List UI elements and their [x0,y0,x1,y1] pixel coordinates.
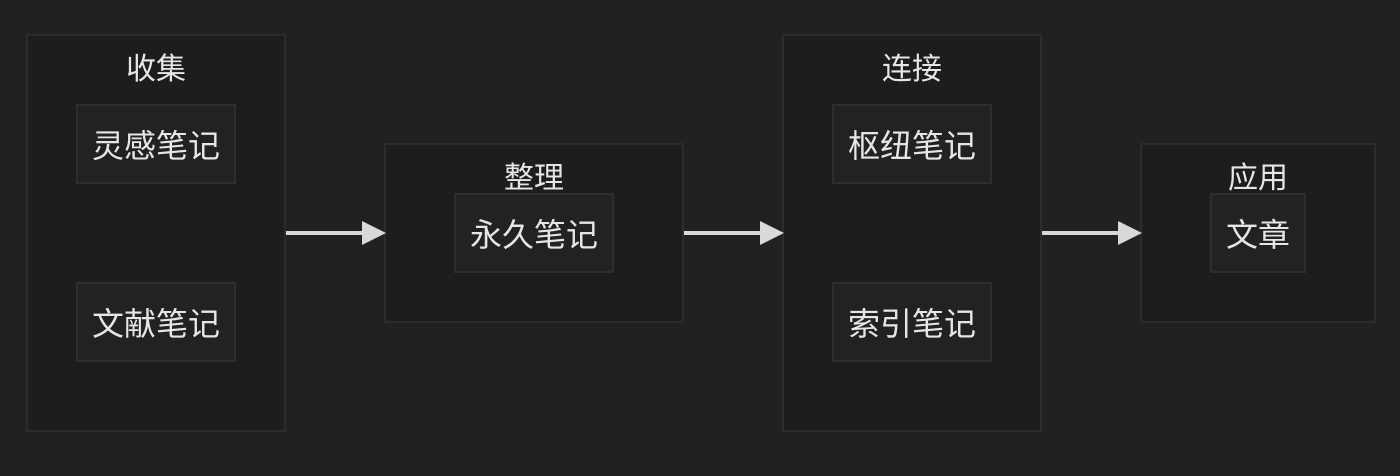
node-article[interactable]: 文章 [1210,193,1306,273]
node-inspiration-notes[interactable]: 灵感笔记 [76,104,236,184]
group-title-apply: 应用 [1228,161,1288,196]
node-permanent-notes[interactable]: 永久笔记 [454,193,614,273]
group-collect: 收集 灵感笔记 文献笔记 [26,34,286,432]
group-title-organize: 整理 [504,161,564,196]
group-title-connect: 连接 [882,52,942,87]
node-index-notes[interactable]: 索引笔记 [832,282,992,362]
edge-connect-to-apply [1042,221,1142,245]
arrowhead-icon [1118,221,1142,245]
group-connect: 连接 枢纽笔记 索引笔记 [782,34,1042,432]
group-apply: 应用 文章 [1140,143,1376,323]
group-organize: 整理 永久笔记 [384,143,684,323]
arrowhead-icon [362,221,386,245]
edge-organize-to-connect [684,221,784,245]
node-literature-notes[interactable]: 文献笔记 [76,282,236,362]
edge-collect-to-organize [286,221,386,245]
group-title-collect: 收集 [126,52,186,87]
arrowhead-icon [760,221,784,245]
node-hub-notes[interactable]: 枢纽笔记 [832,104,992,184]
